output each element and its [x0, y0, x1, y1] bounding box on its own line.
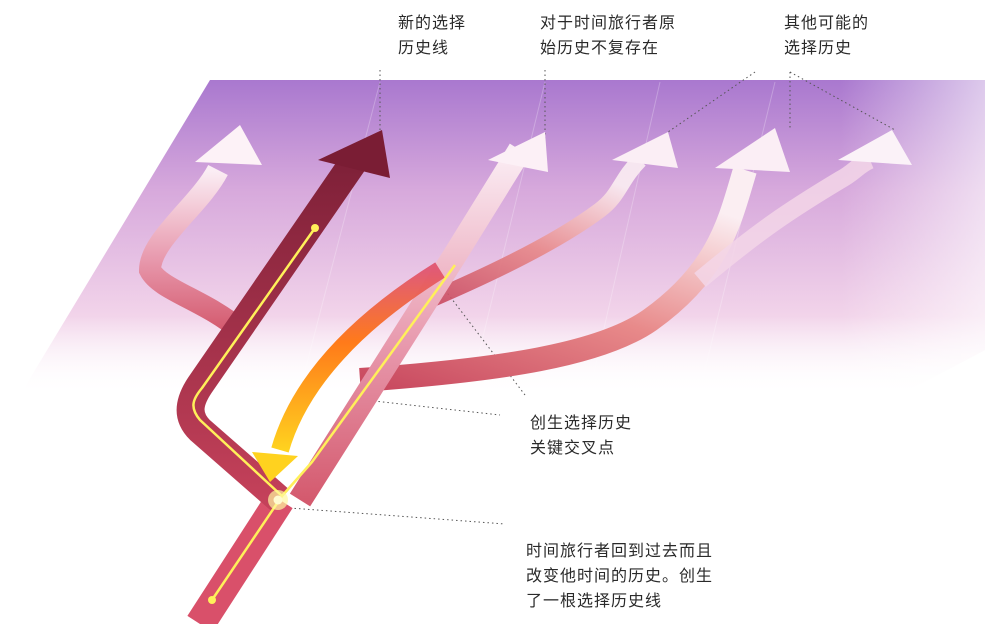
label-new-branch-line1: 新的选择 — [398, 13, 467, 32]
label-traveler-line1: 时间旅行者回到过去而且 — [526, 541, 714, 560]
branch-left-white — [138, 164, 248, 339]
branch-original-up — [289, 143, 531, 507]
arrowhead-time-travel-jump — [252, 452, 298, 482]
label-original-history-line2: 始历史不复存在 — [540, 38, 660, 57]
traveler-worldline — [192, 227, 457, 601]
label-branch-point: 创生选择历史 关键交叉点 — [530, 410, 632, 460]
leader-lines — [289, 70, 896, 525]
label-other-possible-line1: 其他可能的 — [784, 13, 870, 32]
label-other-possible-line2: 选择历史 — [784, 38, 853, 57]
arrowhead-other-possible-a — [715, 128, 790, 172]
time-travel-jump — [271, 262, 445, 453]
arrowhead-original-history — [612, 132, 678, 168]
traveler-start-dot — [208, 596, 216, 604]
branch-other-possible-a — [359, 166, 757, 392]
label-branch-point-line1: 创生选择历史 — [530, 413, 633, 432]
arrowhead-new-history — [318, 130, 390, 178]
traveler-end-dot — [311, 224, 319, 232]
label-branch-point-line2: 关键交叉点 — [530, 438, 616, 457]
label-traveler: 时间旅行者回到过去而且 改变他时间的历史。创生 了一根选择历史线 — [526, 538, 713, 613]
branch-new-history — [176, 152, 367, 511]
label-other-possible: 其他可能的 选择历史 — [784, 10, 869, 60]
arrowhead-other-possible-b — [838, 130, 912, 165]
arrowhead-left-white — [195, 125, 262, 165]
branch-point — [273, 495, 283, 505]
branch-other-possible-b — [694, 151, 874, 287]
label-traveler-line3: 了一根选择历史线 — [526, 591, 663, 610]
label-original-history: 对于时间旅行者原 始历史不复存在 — [540, 10, 676, 60]
label-traveler-line2: 改变他时间的历史。创生 — [526, 566, 714, 585]
branch-original-history — [426, 154, 646, 308]
label-new-branch-line2: 历史线 — [398, 38, 450, 57]
arrowhead-original-up — [488, 132, 548, 172]
label-new-branch: 新的选择 历史线 — [398, 10, 466, 60]
label-original-history-line1: 对于时间旅行者原 — [540, 13, 677, 32]
